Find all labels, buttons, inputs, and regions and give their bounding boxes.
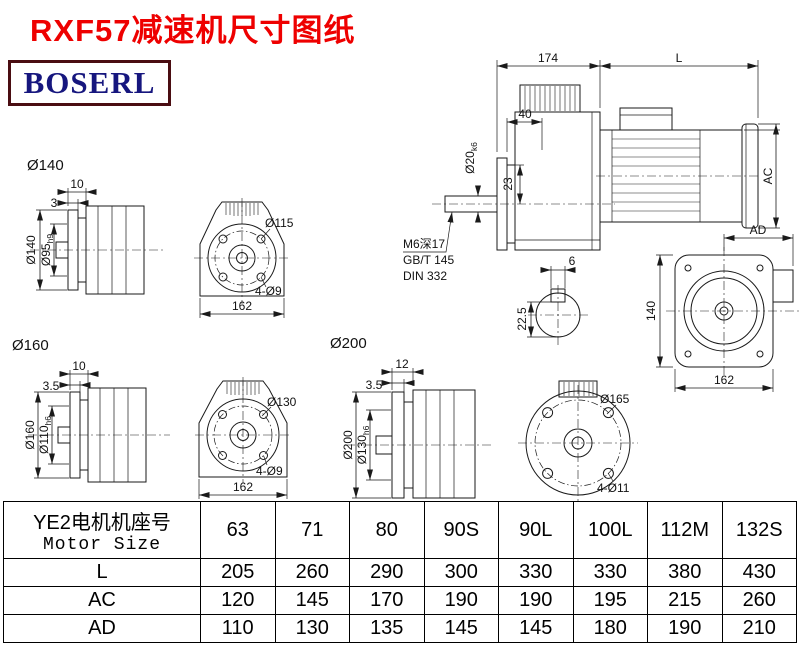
dim-main-motor-dia: AC	[761, 167, 775, 184]
motor-size-column: 71	[274, 501, 350, 559]
dim-unit200-bolt-circle: Ø165	[600, 392, 630, 406]
dim-rear-height: 140	[644, 301, 658, 321]
brand-logo-box: BOSERL	[8, 60, 171, 106]
label-unit160: Ø160	[12, 337, 49, 354]
dim-unit140-outer: Ø140	[24, 235, 38, 265]
dim-unit140-spigot: Ø95h9	[39, 234, 55, 266]
motor-size-header-en: Motor Size	[42, 534, 162, 555]
view-shaft-section: 6 22.5	[515, 254, 588, 345]
view-unit200-side: Ø200 Ø130h6 12 3.5	[341, 357, 494, 499]
dim-key-depth: 22.5	[515, 307, 529, 331]
label-unit140: Ø140	[27, 157, 64, 174]
dim-unit200-flange-width: 12	[395, 357, 409, 371]
table-row-AD: AD 110 130 135 145 145 180 190 210	[3, 614, 797, 643]
motor-dimension-table: YE2电机机座号 Motor Size 63 71 80 90S 90L 100…	[3, 501, 797, 643]
dim-cell: 135	[349, 614, 425, 643]
view-rear: AD 140 162	[644, 223, 799, 392]
dim-unit160-step: 3.5	[43, 379, 60, 393]
dim-cell: 260	[274, 558, 350, 587]
note-standard-din: DIN 332	[403, 269, 447, 283]
motor-size-column: 100L	[572, 501, 648, 559]
page-title: RXF57减速机尺寸图纸	[30, 13, 356, 48]
dim-cell: 380	[647, 558, 723, 587]
dim-main-shaft-length: 40	[518, 107, 532, 121]
dim-rear-width: 162	[714, 373, 734, 387]
dim-cell: 205	[200, 558, 276, 587]
view-unit160-side: Ø160 Ø110h6 10 3.5	[23, 359, 170, 483]
dim-cell: 145	[274, 586, 350, 615]
dim-unit160-bolt-circle: Ø130	[267, 395, 297, 409]
dim-cell: 330	[572, 558, 648, 587]
motor-size-column: 90L	[498, 501, 574, 559]
view-main-assembly: 174 L 40 Ø20k6 23 AC M6深17 GB/T 145	[403, 51, 780, 283]
motor-size-header-cn: YE2电机机座号	[33, 511, 171, 534]
dim-cell: 430	[721, 558, 797, 587]
dim-unit140-bolt-circle: Ø115	[265, 216, 294, 230]
technical-drawing: Ø140 Ø160 Ø200 Ø140 Ø95h9 10 3	[12, 51, 799, 501]
dim-main-gear-length: 174	[538, 51, 558, 65]
dim-unit140-holes: 4-Ø9	[255, 284, 282, 298]
dim-unit200-holes: 4-Ø11	[597, 481, 630, 495]
dim-cell: 330	[498, 558, 574, 587]
dim-cell: 190	[647, 614, 723, 643]
dim-unit140-flange-width: 10	[70, 177, 84, 191]
dim-cell: 190	[423, 586, 499, 615]
motor-size-column: 112M	[647, 501, 723, 559]
row-label-AD: AD	[3, 614, 201, 643]
label-unit200: Ø200	[330, 335, 367, 352]
dim-unit160-holes: 4-Ø9	[256, 464, 283, 478]
dim-unit140-step: 3	[51, 196, 58, 210]
dim-cell: 110	[200, 614, 276, 643]
view-unit200-front: Ø165 4-Ø11	[518, 380, 638, 501]
dim-unit160-flange-width: 10	[72, 359, 86, 373]
dim-unit160-spigot: Ø110h6	[37, 416, 53, 454]
dim-cell: 170	[349, 586, 425, 615]
dim-unit140-width: 162	[232, 299, 252, 313]
dim-cell: 145	[498, 614, 574, 643]
dim-cell: 260	[721, 586, 797, 615]
row-label-L: L	[3, 558, 201, 587]
view-unit140-side: Ø140 Ø95h9 10 3	[24, 177, 166, 295]
dim-unit200-step: 3.5	[366, 378, 383, 392]
dim-cell: 300	[423, 558, 499, 587]
note-standard-gb: GB/T 145	[403, 253, 454, 267]
table-row-L: L 205 260 290 300 330 330 380 430	[3, 558, 797, 587]
dim-cell: 195	[572, 586, 648, 615]
view-unit140-front: Ø115 4-Ø9 162	[194, 198, 294, 318]
dim-main-shaft-dia: Ø20k6	[463, 142, 479, 174]
motor-size-column: 132S	[721, 501, 797, 559]
dim-unit200-spigot: Ø130h6	[355, 425, 371, 464]
dim-cell: 215	[647, 586, 723, 615]
motor-size-column: 63	[200, 501, 276, 559]
dim-key-width: 6	[569, 254, 576, 268]
dim-rear-ad: AD	[750, 223, 767, 237]
dim-main-flange-offset: 23	[501, 177, 515, 191]
motor-dimension-table-wrap: YE2电机机座号 Motor Size 63 71 80 90S 90L 100…	[3, 501, 797, 643]
brand-logo-text: BOSERL	[23, 65, 156, 100]
dim-unit160-width: 162	[233, 480, 253, 494]
motor-size-header-cell: YE2电机机座号 Motor Size	[3, 501, 201, 559]
motor-size-column: 90S	[423, 501, 499, 559]
motor-size-column: 80	[349, 501, 425, 559]
view-unit160-front: Ø130 4-Ø9 162	[195, 377, 297, 499]
dim-cell: 120	[200, 586, 276, 615]
dim-cell: 190	[498, 586, 574, 615]
row-label-AC: AC	[3, 586, 201, 615]
dim-cell: 290	[349, 558, 425, 587]
dim-unit200-outer: Ø200	[341, 430, 355, 460]
note-tapped-hole: M6深17	[403, 237, 445, 251]
dim-main-motor-length: L	[676, 51, 683, 65]
dim-unit160-outer: Ø160	[23, 420, 37, 450]
table-row-AC: AC 120 145 170 190 190 195 215 260	[3, 586, 797, 615]
dim-cell: 145	[423, 614, 499, 643]
dim-cell: 180	[572, 614, 648, 643]
dim-cell: 130	[274, 614, 350, 643]
dim-cell: 210	[721, 614, 797, 643]
table-header-row: YE2电机机座号 Motor Size 63 71 80 90S 90L 100…	[3, 501, 797, 559]
